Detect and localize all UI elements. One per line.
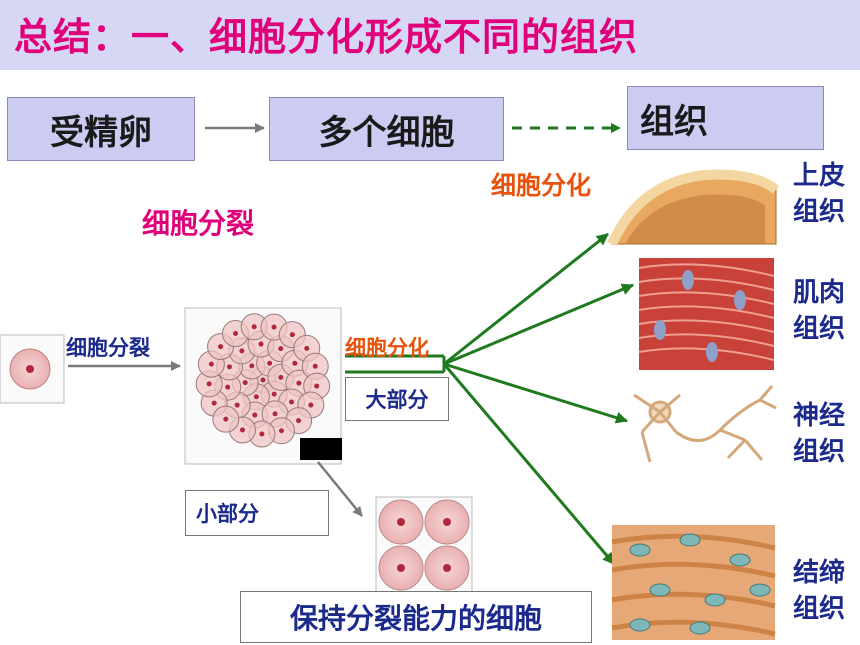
black-marker xyxy=(300,438,342,460)
cluster-cell-nucleus xyxy=(233,331,239,337)
cluster-cell-nucleus xyxy=(253,394,259,400)
cluster-cell-nucleus xyxy=(208,361,214,367)
cluster-cell-nucleus xyxy=(239,427,245,433)
cluster-cell-nucleus xyxy=(249,363,255,369)
arrow-to-epithelial xyxy=(443,232,609,366)
cluster-cell-nucleus xyxy=(226,364,232,370)
cluster-cell-nucleus xyxy=(272,411,278,417)
tissue-name-muscle-line2: 组织 xyxy=(792,314,845,344)
arrow-to-nerve xyxy=(443,362,628,424)
flow-box-multiple-cells: 多个细胞 xyxy=(269,97,504,161)
majority-label: 大部分 xyxy=(365,388,429,412)
cluster-cell-nucleus xyxy=(278,374,284,380)
cluster-cell-nucleus xyxy=(304,345,310,351)
flow-box-zygote: 受精卵 xyxy=(7,97,195,161)
label-differentiation-top: 细胞分化 xyxy=(491,171,592,200)
cluster-cell-nucleus xyxy=(258,341,264,347)
arrow-to-muscle xyxy=(443,283,634,366)
flow-box-zygote-label: 受精卵 xyxy=(50,112,152,153)
cluster-cell-nucleus xyxy=(267,360,273,366)
epithelial-tissue-image xyxy=(607,169,780,247)
tissue-name-muscle: 肌肉 组织 xyxy=(784,275,854,347)
cluster-cell-nucleus xyxy=(292,360,298,366)
tissue-name-epithelial-line1: 上皮 xyxy=(792,161,845,191)
cluster-cell-nucleus xyxy=(296,418,302,424)
label-division-left: 细胞分裂 xyxy=(66,336,150,360)
connective-tissue-image xyxy=(611,525,776,640)
minority-label: 小部分 xyxy=(196,502,259,526)
tissue-name-epithelial-line2: 组织 xyxy=(792,197,845,227)
majority-box: 大部分 xyxy=(345,377,449,421)
cluster-cell-nucleus xyxy=(218,344,224,350)
tissue-name-nerve-line2: 组织 xyxy=(792,437,845,467)
tissue-name-connective: 结缔 组织 xyxy=(784,555,854,627)
dividing-cells-image xyxy=(375,496,473,594)
flow-box-tissue: 组织 xyxy=(627,86,824,150)
title-bar xyxy=(0,0,860,70)
cluster-cell-nucleus xyxy=(260,377,266,383)
tissue-name-nerve: 神经 组织 xyxy=(784,398,854,470)
tissue-name-muscle-line1: 肌肉 xyxy=(792,278,845,308)
label-division-top: 细胞分裂 xyxy=(142,207,255,240)
cluster-cell-nucleus xyxy=(259,431,265,437)
arrow-to-dividing-cells xyxy=(317,461,363,517)
cluster-cell-nucleus xyxy=(312,363,318,369)
zygote-cell-image xyxy=(0,334,65,404)
page-title: 总结：一、细胞分化形成不同的组织 xyxy=(14,15,639,59)
cluster-cell-nucleus xyxy=(296,380,302,386)
keep-dividing-label: 保持分裂能力的细胞 xyxy=(289,602,542,635)
minority-box: 小部分 xyxy=(185,490,329,536)
cluster-cell-nucleus xyxy=(278,346,284,352)
green-arrow-fan xyxy=(345,232,634,565)
cluster-cell-nucleus xyxy=(271,324,277,330)
cluster-cell-nucleus xyxy=(239,348,245,354)
cluster-cell-nucleus xyxy=(242,380,248,386)
cluster-cell-nucleus xyxy=(251,324,257,330)
cluster-cell-nucleus xyxy=(206,381,212,387)
cluster-cell-nucleus xyxy=(225,384,231,390)
label-differentiation-mid: 细胞分化 xyxy=(345,336,429,360)
arrow-to-connective xyxy=(442,363,616,565)
tissue-name-connective-line1: 结缔 xyxy=(792,558,845,588)
cluster-cell-nucleus xyxy=(252,412,258,418)
tissue-name-nerve-line1: 神经 xyxy=(792,401,845,431)
nerve-tissue-image xyxy=(633,385,777,463)
flow-box-tissue-label: 组织 xyxy=(640,101,708,142)
tissue-name-connective-line2: 组织 xyxy=(792,594,845,624)
cluster-cell-nucleus xyxy=(211,400,217,406)
cluster-cell-nucleus xyxy=(314,383,320,389)
cluster-cell-nucleus xyxy=(289,332,295,338)
cluster-cell-nucleus xyxy=(271,391,277,397)
flow-box-multiple-cells-label: 多个细胞 xyxy=(318,112,455,153)
cluster-cell-nucleus xyxy=(308,402,314,408)
keep-dividing-box: 保持分裂能力的细胞 xyxy=(240,591,592,643)
cluster-cell-nucleus xyxy=(278,428,284,434)
muscle-tissue-image xyxy=(638,258,775,370)
cluster-cell-nucleus xyxy=(288,399,294,405)
tissue-name-epithelial: 上皮 组织 xyxy=(784,158,854,230)
cluster-cell-nucleus xyxy=(223,416,229,422)
cluster-cell-nucleus xyxy=(234,402,240,408)
